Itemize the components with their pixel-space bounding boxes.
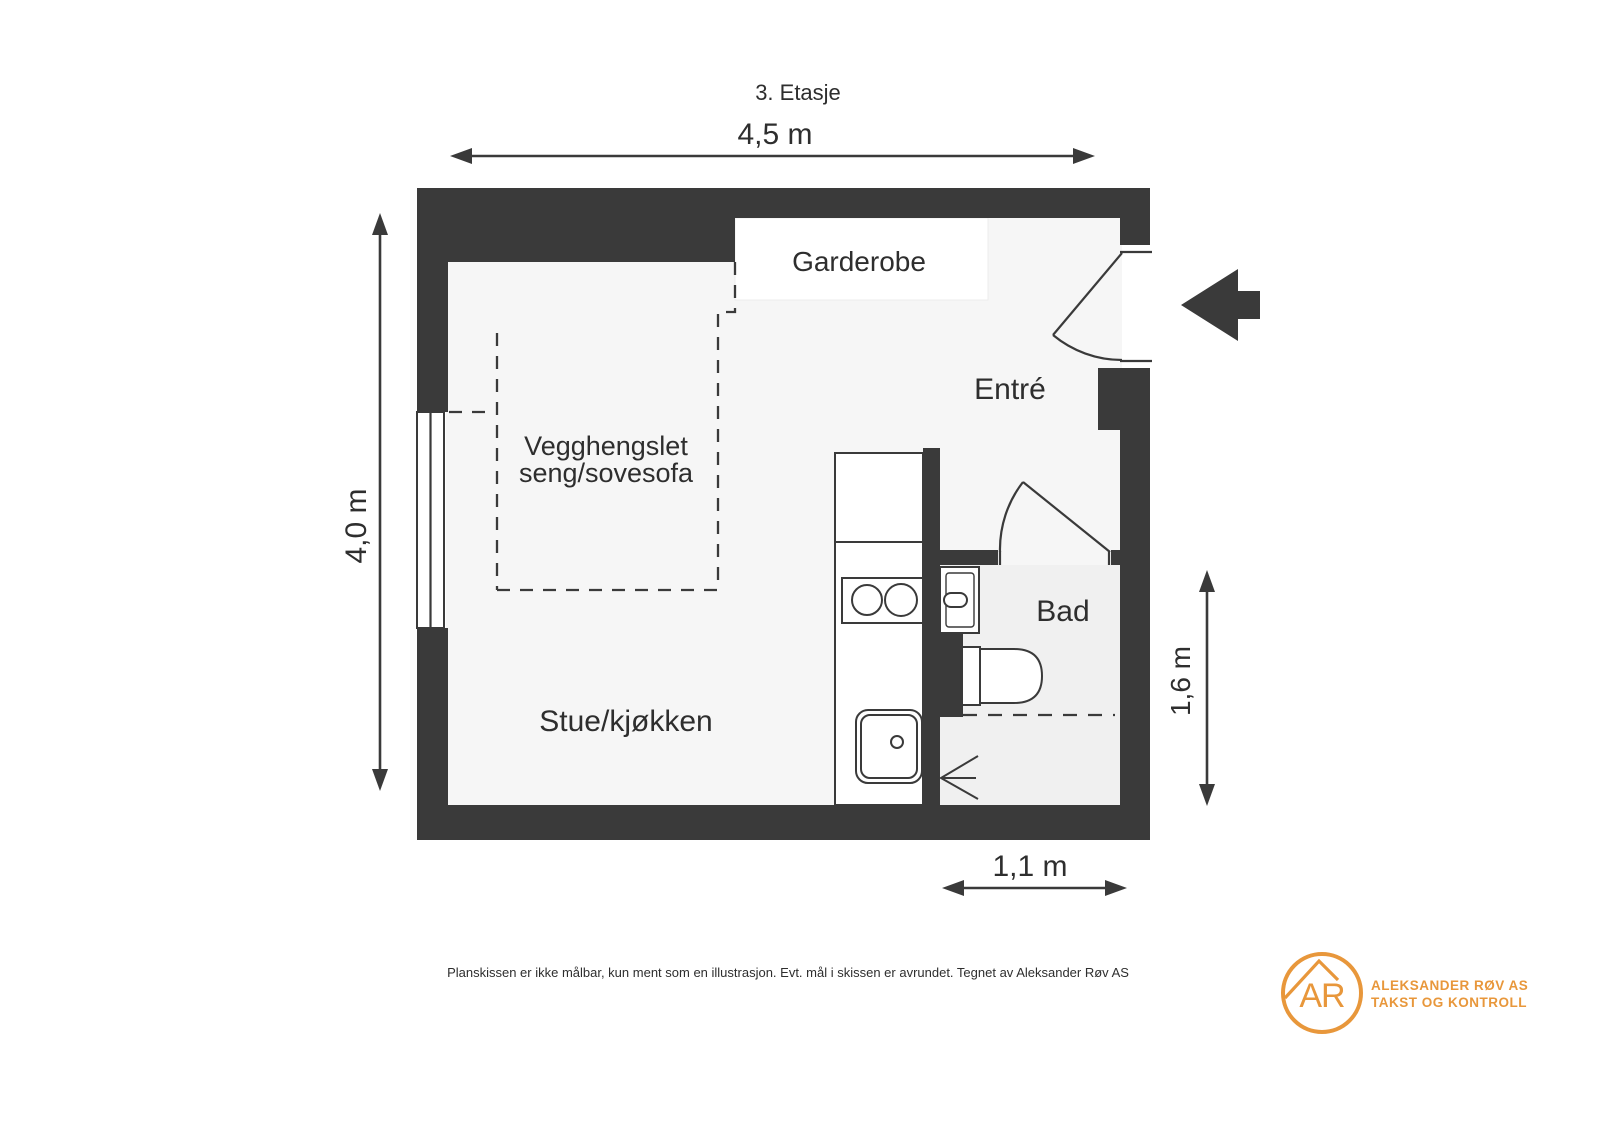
- jamb-lines: [429, 250, 1152, 628]
- room-label-stue-kjokken: Stue/kjøkken: [539, 705, 712, 738]
- washbasin-faucet: [943, 592, 968, 608]
- bed-note-line1: Vegghengslet: [524, 431, 688, 461]
- plan-texts: 3. Etasje 4,5 m 4,0 m 1,6 m 1,1 m Garder…: [340, 80, 1196, 980]
- wall-plumbing-block: [938, 633, 963, 717]
- kitchen-fixtures: [834, 452, 924, 806]
- bed-note-line2: seng/sovesofa: [519, 458, 694, 488]
- arrowhead: [372, 213, 388, 235]
- wall-kitchen-bath-divider: [923, 448, 940, 805]
- room-label-bad: Bad: [1036, 595, 1089, 628]
- logo-company-line1: ALEKSANDER RØV AS: [1371, 978, 1528, 993]
- arrowhead: [372, 769, 388, 791]
- logo-company-line2: TAKST OG KONTROLL: [1371, 995, 1527, 1010]
- room-label-garderobe: Garderobe: [792, 246, 926, 277]
- entrance-arrow-icon: [1181, 269, 1260, 341]
- footer-disclaimer: Planskissen er ikke målbar, kun ment som…: [447, 965, 1129, 980]
- arrowhead: [450, 148, 472, 164]
- wall-top: [417, 188, 1150, 218]
- company-logo: AR ALEKSANDER RØV AS TAKST OG KONTROLL: [1281, 952, 1528, 1034]
- logo-texts: AR ALEKSANDER RØV AS TAKST OG KONTROLL: [1299, 977, 1528, 1015]
- bed-outline-right: [716, 262, 737, 590]
- logo-roof-icon: [1283, 958, 1340, 1000]
- dim-label-top: 4,5 m: [737, 118, 812, 151]
- room-label-entre: Entré: [974, 373, 1046, 406]
- wall-left-upper: [417, 188, 448, 412]
- wall-left-lower: [417, 628, 448, 840]
- bathroom-fixtures: [939, 566, 1044, 800]
- doors: [998, 252, 1123, 553]
- dimension-lines: [378, 154, 1209, 890]
- bath-door-arc: [998, 481, 1024, 553]
- floor-title: 3. Etasje: [755, 80, 841, 105]
- arrowhead: [942, 880, 964, 896]
- entry-door-arc: [1052, 334, 1123, 362]
- arrowhead: [1199, 784, 1215, 806]
- garderobe-closet: [734, 217, 989, 301]
- toilet-bowl: [979, 648, 1044, 704]
- dashed-outlines: [449, 262, 1115, 717]
- dimension-arrows: [372, 148, 1215, 896]
- bath-door-leaf: [1022, 481, 1111, 553]
- wall-right-lower: [1120, 368, 1150, 840]
- wall-right-upper: [1120, 188, 1150, 245]
- kitchen-sink-inner: [860, 714, 918, 779]
- wall-bottom: [417, 805, 1150, 840]
- dim-label-bath-width: 1,1 m: [992, 850, 1067, 883]
- wall-right-pilaster: [1098, 368, 1150, 430]
- sink-drain: [890, 735, 904, 749]
- openings: [416, 250, 1152, 629]
- stove-burner-left: [851, 584, 883, 616]
- dim-label-bath-height: 1,6 m: [1165, 646, 1196, 716]
- walls: [417, 188, 1150, 840]
- entry-door-leaf: [1052, 252, 1123, 336]
- arrowhead: [1105, 880, 1127, 896]
- wall-bath-top-left: [935, 550, 998, 565]
- toilet-cistern: [961, 646, 981, 706]
- arrowhead: [1073, 148, 1095, 164]
- dim-label-left: 4,0 m: [340, 488, 373, 563]
- wall-top-left-thick: [417, 218, 735, 262]
- stove-burner-right: [884, 583, 918, 617]
- wall-bath-top-right: [1111, 550, 1120, 565]
- logo-monogram: AR: [1299, 977, 1344, 1015]
- logo-circle: [1281, 952, 1363, 1034]
- arrowhead: [1199, 570, 1215, 592]
